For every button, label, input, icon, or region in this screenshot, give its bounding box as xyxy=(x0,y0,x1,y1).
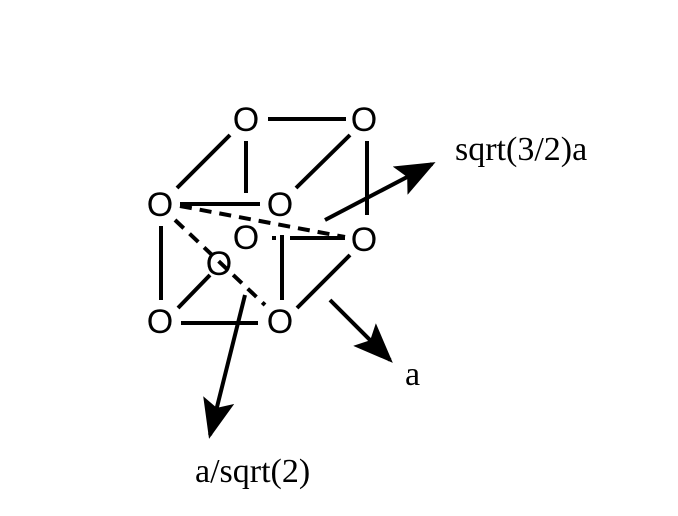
atom: O xyxy=(233,101,259,139)
dashed-diagonal xyxy=(179,204,346,239)
atom: O xyxy=(351,221,377,259)
atom: O xyxy=(147,303,173,341)
arrow-a xyxy=(328,298,393,363)
atom: O xyxy=(351,101,377,139)
label-a-over-sqrt2: a/sqrt(2) xyxy=(195,453,310,490)
label-a: a xyxy=(405,356,420,393)
edge xyxy=(294,133,352,190)
edge xyxy=(295,253,352,310)
dashed-diagonal xyxy=(173,218,267,307)
atoms: O O O O O O O O O xyxy=(147,101,377,341)
atom: O xyxy=(267,303,293,341)
atom: O xyxy=(206,245,232,283)
label-sqrt32a: sqrt(3/2)a xyxy=(455,131,587,168)
arrow-sqrt32a xyxy=(324,162,436,222)
arrows xyxy=(203,162,436,439)
edge xyxy=(175,133,232,190)
atom: O xyxy=(233,219,259,257)
cube-edges xyxy=(159,117,369,325)
edge xyxy=(176,273,212,310)
atom: O xyxy=(267,186,293,224)
atom: O xyxy=(147,186,173,224)
arrow-a-over-sqrt2 xyxy=(203,294,247,439)
